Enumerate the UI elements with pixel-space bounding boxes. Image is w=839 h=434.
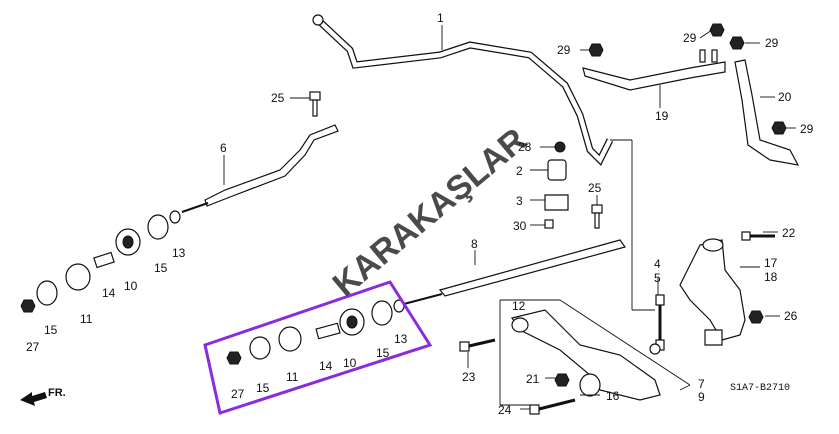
label-part-5: 5 — [654, 271, 661, 285]
label-part-30: 30 — [513, 219, 527, 233]
bracket-19 — [582, 49, 726, 91]
label-part-4: 4 — [654, 257, 661, 271]
rod-8 — [399, 239, 626, 306]
label-part-22: 22 — [782, 226, 796, 240]
bushing-set-highlighted — [226, 299, 405, 365]
label-part-29-c: 29 — [765, 36, 779, 50]
label-part-15-left2: 15 — [44, 323, 58, 337]
label-part-29-d: 29 — [800, 122, 814, 136]
stab-bushing-parts — [544, 141, 603, 229]
stabilizer-bar — [312, 14, 614, 166]
label-part-23: 23 — [462, 370, 476, 384]
label-part-20: 20 — [778, 90, 792, 104]
label-part-24: 24 — [498, 403, 512, 417]
label-part-15-box: 15 — [256, 381, 270, 395]
diagram-code: S1A7-B2710 — [730, 383, 790, 394]
label-part-12: 12 — [512, 299, 526, 313]
label-part-29-a: 29 — [557, 43, 571, 57]
lower-arm — [511, 309, 661, 401]
label-part-11-left: 11 — [80, 312, 93, 326]
label-part-7: 7 — [698, 377, 705, 391]
label-part-15-box2: 15 — [376, 346, 390, 360]
label-part-10-box: 10 — [343, 356, 357, 370]
label-part-13-left: 13 — [172, 246, 186, 260]
front-direction-indicator: FR. — [20, 387, 66, 406]
label-part-11-box: 11 — [286, 370, 299, 384]
label-part-14-left: 14 — [102, 286, 116, 300]
label-part-17: 17 — [764, 256, 778, 270]
leader-lines — [223, 25, 796, 410]
label-part-10-left: 10 — [124, 279, 138, 293]
front-label: FR. — [48, 387, 66, 399]
label-part-1: 1 — [437, 11, 444, 25]
label-part-8: 8 — [471, 237, 478, 251]
label-part-18: 18 — [764, 270, 778, 284]
label-part-14-box: 14 — [319, 359, 333, 373]
label-part-25-top: 25 — [271, 91, 285, 105]
label-part-3: 3 — [516, 194, 523, 208]
bolt-25-top — [309, 91, 321, 117]
bushing-set-upper — [20, 210, 181, 313]
knuckle — [679, 238, 746, 346]
label-part-2: 2 — [516, 164, 523, 178]
label-part-9: 9 — [698, 390, 705, 404]
label-part-28: 28 — [518, 140, 532, 154]
label-part-29-b: 29 — [683, 31, 697, 45]
nut-29-group — [588, 23, 787, 135]
bracket-20 — [734, 59, 800, 166]
label-part-21: 21 — [526, 372, 540, 386]
label-part-25-mid: 25 — [588, 181, 602, 195]
label-part-19: 19 — [655, 109, 669, 123]
label-part-27-left: 27 — [26, 340, 40, 354]
label-part-16: 16 — [606, 389, 620, 403]
label-part-13-box: 13 — [394, 332, 408, 346]
label-part-27-box: 27 — [231, 387, 245, 401]
radius-rod-6 — [181, 124, 339, 213]
label-part-26: 26 — [784, 309, 798, 323]
front-arrow-icon — [20, 392, 47, 406]
highlight-box — [203, 280, 433, 415]
label-part-15-left: 15 — [154, 261, 168, 275]
part-labels: 1 2 3 4 5 6 7 8 9 10 10 11 11 12 13 13 1… — [26, 11, 814, 417]
stabilizer-link — [655, 294, 665, 351]
misc-bolts — [459, 231, 775, 415]
label-part-6: 6 — [220, 141, 227, 155]
